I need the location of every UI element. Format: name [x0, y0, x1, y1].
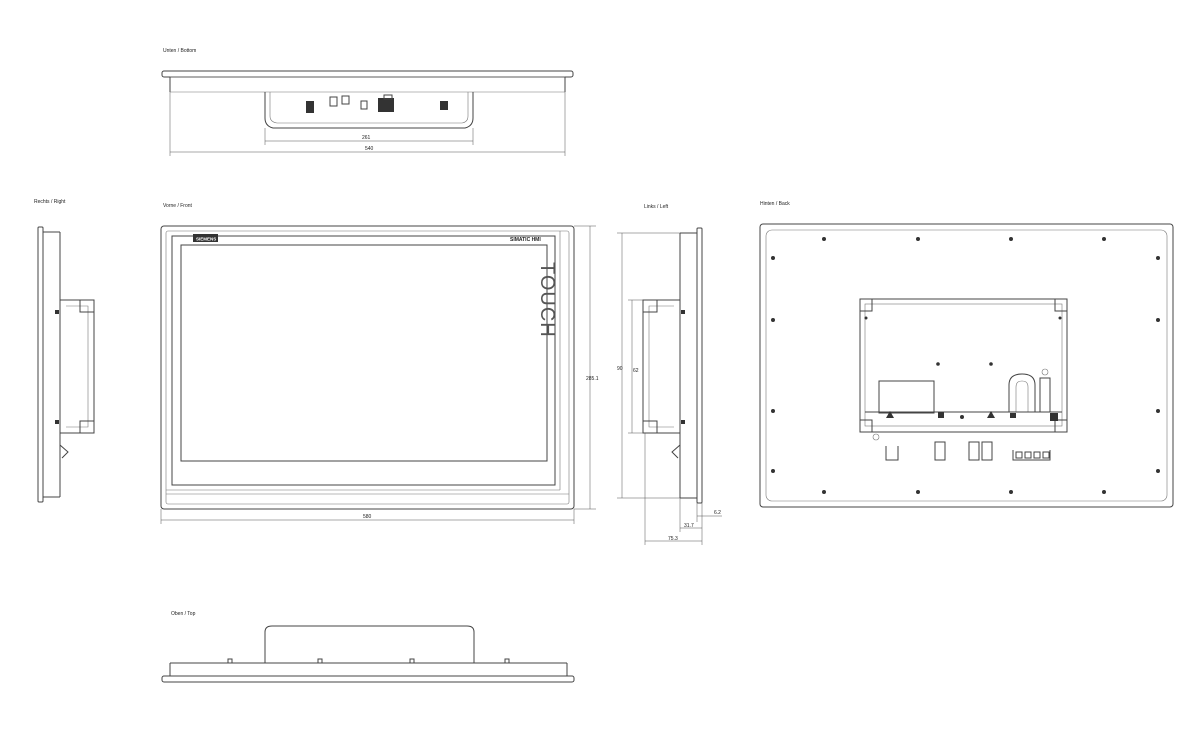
dim-left-h1: 90: [617, 366, 623, 372]
top-view: Oben / Top: [161, 611, 575, 683]
touch-label: TOUCH: [536, 262, 558, 338]
dim-front-height: 285.1: [586, 376, 599, 382]
dim-front-width: 580: [363, 514, 372, 520]
dim-left-d2: 31.7: [684, 523, 694, 529]
dim-left-h2: 62: [633, 368, 639, 374]
dim-bottom-outer: 540: [365, 146, 374, 152]
front-view-title: Vorne / Front: [163, 203, 193, 209]
left-view-title: Links / Left: [644, 204, 669, 210]
siemens-logo: SIEMENS: [196, 237, 216, 242]
dim-left-d3: 75.3: [668, 536, 678, 542]
right-view-title: Rechts / Right: [34, 199, 66, 205]
back-view: Hinten / Back: [759, 201, 1174, 508]
top-view-title: Oben / Top: [171, 611, 196, 617]
front-view: Vorne / Front SIEMENS SIMATIC HMI TOUCH …: [160, 203, 599, 524]
back-view-title: Hinten / Back: [760, 201, 790, 207]
left-view: Links / Left 90 62 6.2 31.7 75.3: [617, 204, 722, 545]
right-view: Rechts / Right: [34, 199, 95, 503]
dim-bottom-inner: 261: [362, 135, 371, 141]
dim-left-d1: 6.2: [714, 510, 721, 516]
brand-label: SIMATIC HMI: [510, 237, 541, 243]
mounting-holes: [771, 237, 1160, 494]
bottom-view-title: Unten / Bottom: [163, 48, 196, 54]
bottom-view: Unten / Bottom 261 540: [161, 48, 574, 156]
